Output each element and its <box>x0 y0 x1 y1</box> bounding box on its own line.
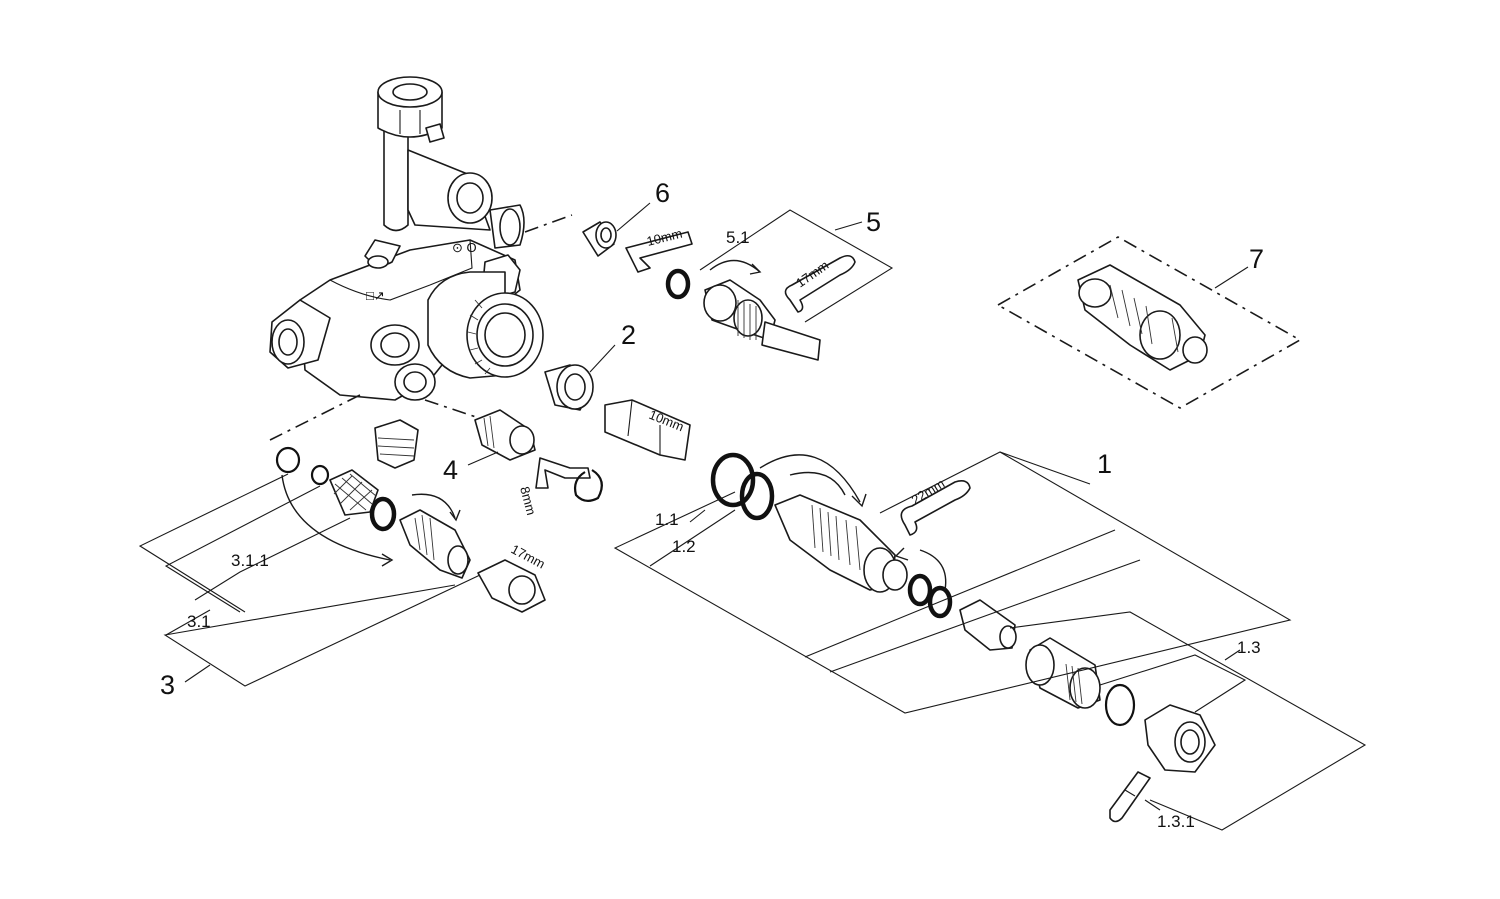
leader-lines <box>138 202 1367 831</box>
assembly-axes <box>269 214 573 441</box>
valve-body: ⊙ O □↗ <box>269 76 544 401</box>
callout-2: 2 <box>621 320 636 350</box>
part-5-diverter <box>665 259 821 361</box>
callout-3-1-1: 3.1.1 <box>231 551 269 570</box>
spanner-22mm <box>900 480 971 536</box>
hex-socket-17mm <box>477 559 546 613</box>
callout-1-3-1: 1.3.1 <box>1157 812 1195 831</box>
callout-5-1: 5.1 <box>726 228 750 247</box>
callout-3: 3 <box>160 670 175 700</box>
body-side-mark: □↗ <box>366 288 385 303</box>
callout-1-2: 1.2 <box>672 537 696 556</box>
callout-1-1: 1.1 <box>655 510 679 529</box>
hex-key-10mm-middle <box>604 399 691 461</box>
callout-5: 5 <box>866 207 881 237</box>
part-2-nut <box>544 364 594 411</box>
callout-7: 7 <box>1249 244 1264 274</box>
callout-1: 1 <box>1097 449 1112 479</box>
body-seal-plug <box>374 419 419 469</box>
part-4-insert <box>474 409 536 461</box>
hex-key-8mm <box>535 457 591 489</box>
spanner-17mm-top <box>784 254 856 313</box>
body-top-mark: ⊙ O <box>452 240 477 255</box>
part-1-3-1-clip <box>1109 771 1151 823</box>
part-1-thermostat-cartridge <box>710 452 953 619</box>
hex-key-8mm-label: 8mm <box>517 485 539 517</box>
part-7-cartridge-box <box>996 236 1302 409</box>
callouts: 6 5.1 5 7 2 4 1 1.1 1.2 3.1.1 3.1 3 1.3 … <box>160 178 1264 831</box>
circlip <box>573 469 603 502</box>
callout-4: 4 <box>443 455 458 485</box>
callout-1-3: 1.3 <box>1237 638 1261 657</box>
hex-key-10mm-top <box>625 231 693 273</box>
callout-6: 6 <box>655 178 670 208</box>
part-3-check-valve <box>275 446 471 579</box>
callout-3-1: 3.1 <box>187 612 211 631</box>
part-6-plug <box>582 221 617 257</box>
part-1-3-handle-adapter <box>959 599 1216 773</box>
